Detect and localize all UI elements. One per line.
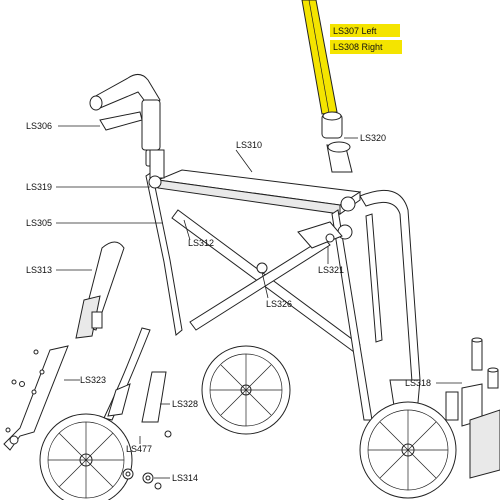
label-highlight-ls308 — [330, 40, 402, 54]
pins-ls318[interactable] — [445, 337, 500, 479]
wheel-rear-right[interactable] — [359, 401, 457, 499]
label-ls319: LS319 — [26, 182, 52, 192]
label-ls314: LS314 — [172, 473, 198, 483]
label-highlight-ls307 — [330, 24, 400, 37]
brake-pad-ls328[interactable] — [107, 371, 167, 423]
label-ls477: LS477 — [126, 444, 152, 454]
label-ls326: LS326 — [266, 299, 292, 309]
label-ls323: LS323 — [80, 375, 106, 385]
screws-left — [5, 349, 39, 433]
label-ls321: LS321 — [318, 265, 344, 275]
label-ls308: LS308 Right — [333, 42, 383, 52]
label-ls320: LS320 — [360, 133, 386, 143]
label-ls312: LS312 — [188, 238, 214, 248]
leader-ls326 — [261, 271, 269, 299]
connector-part-ls320[interactable] — [321, 111, 353, 173]
label-ls313: LS313 — [26, 265, 52, 275]
leader-ls312 — [183, 219, 191, 241]
wheel-front-left[interactable] — [39, 413, 133, 500]
label-ls305: LS305 — [26, 218, 52, 228]
label-ls310: LS310 — [236, 140, 262, 150]
small-part-ls477[interactable] — [164, 430, 172, 438]
label-ls328: LS328 — [172, 399, 198, 409]
label-ls306: LS306 — [26, 121, 52, 131]
label-ls318: LS318 — [405, 378, 431, 388]
brake-lever-ls313[interactable] — [75, 241, 125, 339]
bracket-ls321[interactable] — [297, 221, 343, 249]
washer-ls314[interactable] — [122, 468, 162, 490]
brake-part-ls323[interactable] — [3, 345, 69, 451]
handle-ls306[interactable] — [89, 74, 163, 167]
seat-ls310[interactable] — [156, 169, 362, 215]
wheel-middle[interactable] — [201, 345, 291, 435]
highlighted-tube-ls307-ls308[interactable] — [301, 0, 338, 115]
frame[interactable] — [103, 149, 421, 471]
leader-ls310 — [235, 149, 253, 173]
label-ls307: LS307 Left — [333, 26, 377, 36]
